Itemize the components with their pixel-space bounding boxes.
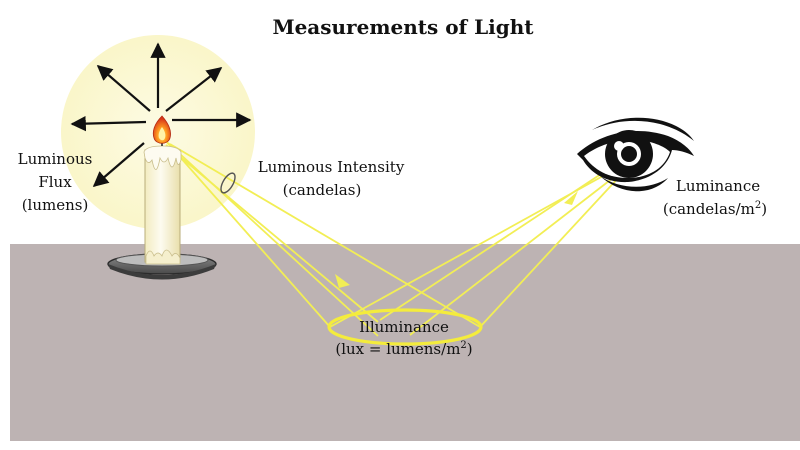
diagram-title: Measurements of Light — [272, 15, 534, 39]
luminance-unit-sup: 2 — [755, 200, 761, 211]
candle-icon — [107, 140, 217, 280]
reflected-rays — [329, 167, 621, 336]
arrow-icon — [96, 64, 151, 112]
arrow-icon — [70, 115, 147, 132]
luminous-intensity-label-1: Luminous Intensity — [258, 158, 405, 176]
illuminance-area — [327, 308, 483, 346]
illuminance-unit-suffix: ) — [467, 340, 473, 358]
eye-icon — [577, 117, 694, 192]
arrow-icon — [92, 142, 145, 188]
luminous-flux-label-3: (lumens) — [22, 196, 89, 214]
luminance-unit-prefix: (candelas/m — [663, 200, 755, 218]
illuminance-label-1: Illuminance — [359, 318, 449, 336]
luminance-label-1: Luminance — [676, 177, 760, 195]
luminous-flux-label-1: Luminous — [18, 150, 93, 168]
intensity-solid-angle-icon — [220, 172, 236, 194]
illuminance-unit-prefix: (lux = lumens/m — [335, 340, 460, 358]
arrow-icon — [165, 67, 223, 112]
reflected-arrowhead — [564, 191, 578, 205]
luminance-unit-suffix: ) — [761, 200, 767, 218]
incident-rays — [164, 139, 481, 337]
luminous-flux-arrows — [70, 42, 252, 188]
luminous-intensity-label-2: (candelas) — [283, 181, 362, 199]
luminous-flux-label-2: Flux — [38, 173, 72, 191]
illuminance-unit-sup: 2 — [460, 340, 466, 351]
luminance-label-2: (candelas/m2) — [663, 200, 767, 218]
incident-arrowhead — [335, 274, 350, 288]
illuminance-label-2: (lux = lumens/m2) — [335, 340, 472, 358]
